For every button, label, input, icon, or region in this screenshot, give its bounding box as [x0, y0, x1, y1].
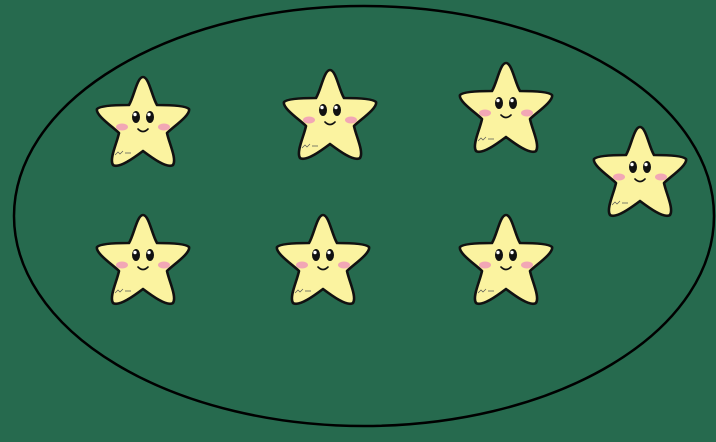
green-board [0, 0, 716, 442]
board-canvas [0, 0, 716, 442]
